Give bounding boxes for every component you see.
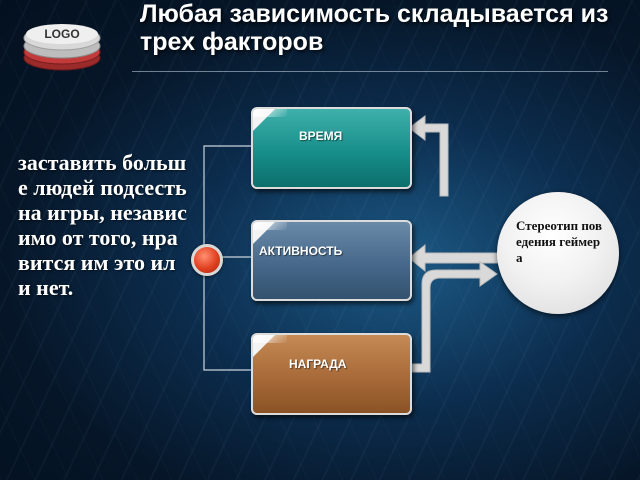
factor-box-reward: НАГРАДА <box>251 333 412 415</box>
hub-dot <box>191 244 223 276</box>
logo-text: LOGO <box>44 27 79 41</box>
result-circle <box>497 192 619 314</box>
goal-text: заставить больше людей подсесть на игры,… <box>18 150 187 300</box>
arrow-to-activity <box>408 243 501 273</box>
box-corner-shine <box>253 222 287 230</box>
box-corner-shine <box>253 109 287 117</box>
factor-label: АКТИВНОСТЬ <box>259 244 343 258</box>
factor-label: ВРЕМЯ <box>299 129 343 143</box>
arrow-from-reward <box>409 261 498 373</box>
box-corner-shine <box>253 335 287 343</box>
logo-icon: LOGO <box>23 24 101 71</box>
factor-label: НАГРАДА <box>289 357 347 371</box>
factor-box-activity: АКТИВНОСТЬ <box>251 220 412 301</box>
title-divider <box>132 71 608 72</box>
page-title: Любая зависимость складывается из трех ф… <box>140 0 609 56</box>
arrow-to-time <box>408 115 449 197</box>
result-text: Стереотип поведения геймера <box>516 218 603 265</box>
factor-box-time: ВРЕМЯ <box>251 107 412 189</box>
